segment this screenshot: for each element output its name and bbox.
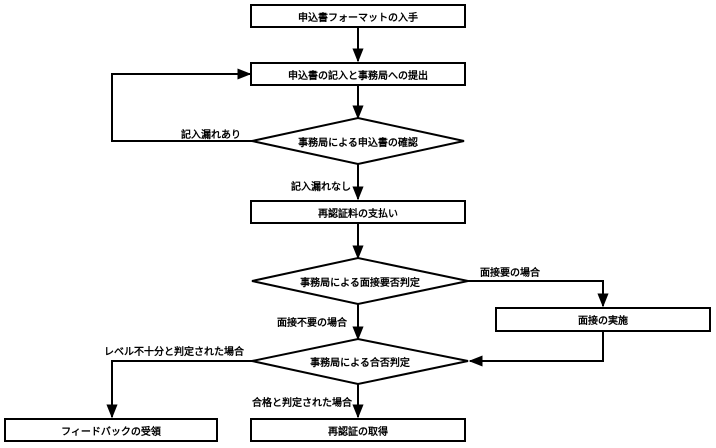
decision-shape-check bbox=[251, 116, 465, 166]
box-conduct-interview-label: 面接の実施 bbox=[578, 316, 628, 327]
decision-shape-passfail bbox=[251, 337, 469, 386]
decision-interview-text: 事務局による面接要否判定 bbox=[300, 277, 420, 289]
box-obtain-recertification-label: 再認証の取得 bbox=[328, 426, 388, 438]
box-fill-and-submit: 申込書の記入と事務局への提出 bbox=[250, 62, 466, 86]
decision-shape-interview bbox=[251, 256, 469, 306]
box-obtain-recertification: 再認証の取得 bbox=[250, 418, 466, 442]
decision-passfail-label: 事務局による合否判定 bbox=[252, 352, 468, 370]
edge-label-insufficient: レベル不十分と判定された場合 bbox=[104, 347, 244, 358]
decision-check-label: 事務局による申込書の確認 bbox=[252, 132, 464, 150]
box-pay-fee: 再認証料の支払い bbox=[250, 200, 466, 224]
arrow-passfail-to-feedback bbox=[106, 360, 252, 419]
box-obtain-format: 申込書フォーマットの入手 bbox=[250, 4, 466, 28]
decision-interview-label: 事務局による面接要否判定 bbox=[252, 272, 468, 290]
decision-passfail-text: 事務局による合否判定 bbox=[310, 357, 410, 369]
arrow-decision-to-interview bbox=[468, 280, 609, 308]
box-fill-and-submit-label: 申込書の記入と事務局への提出 bbox=[288, 70, 428, 82]
edge-label-interview-needed: 面接要の場合 bbox=[480, 268, 540, 279]
box-conduct-interview: 面接の実施 bbox=[495, 307, 711, 332]
edge-label-entry-missing: 記入漏れあり bbox=[181, 130, 241, 141]
edge-label-passed: 合格と判定された場合 bbox=[252, 398, 352, 409]
box-obtain-format-label: 申込書フォーマットの入手 bbox=[298, 12, 418, 24]
box-pay-fee-label: 再認証料の支払い bbox=[318, 208, 398, 220]
box-receive-feedback-label: フィードバックの受領 bbox=[61, 426, 161, 438]
arrow-check-loop-back bbox=[111, 68, 252, 142]
arrow-interview-to-passfail bbox=[468, 332, 604, 367]
edge-label-no-missing: 記入漏れなし bbox=[291, 182, 351, 193]
box-receive-feedback: フィードバックの受領 bbox=[4, 418, 218, 442]
edge-label-interview-not-needed: 面接不要の場合 bbox=[277, 318, 347, 329]
decision-check-text: 事務局による申込書の確認 bbox=[298, 137, 418, 149]
